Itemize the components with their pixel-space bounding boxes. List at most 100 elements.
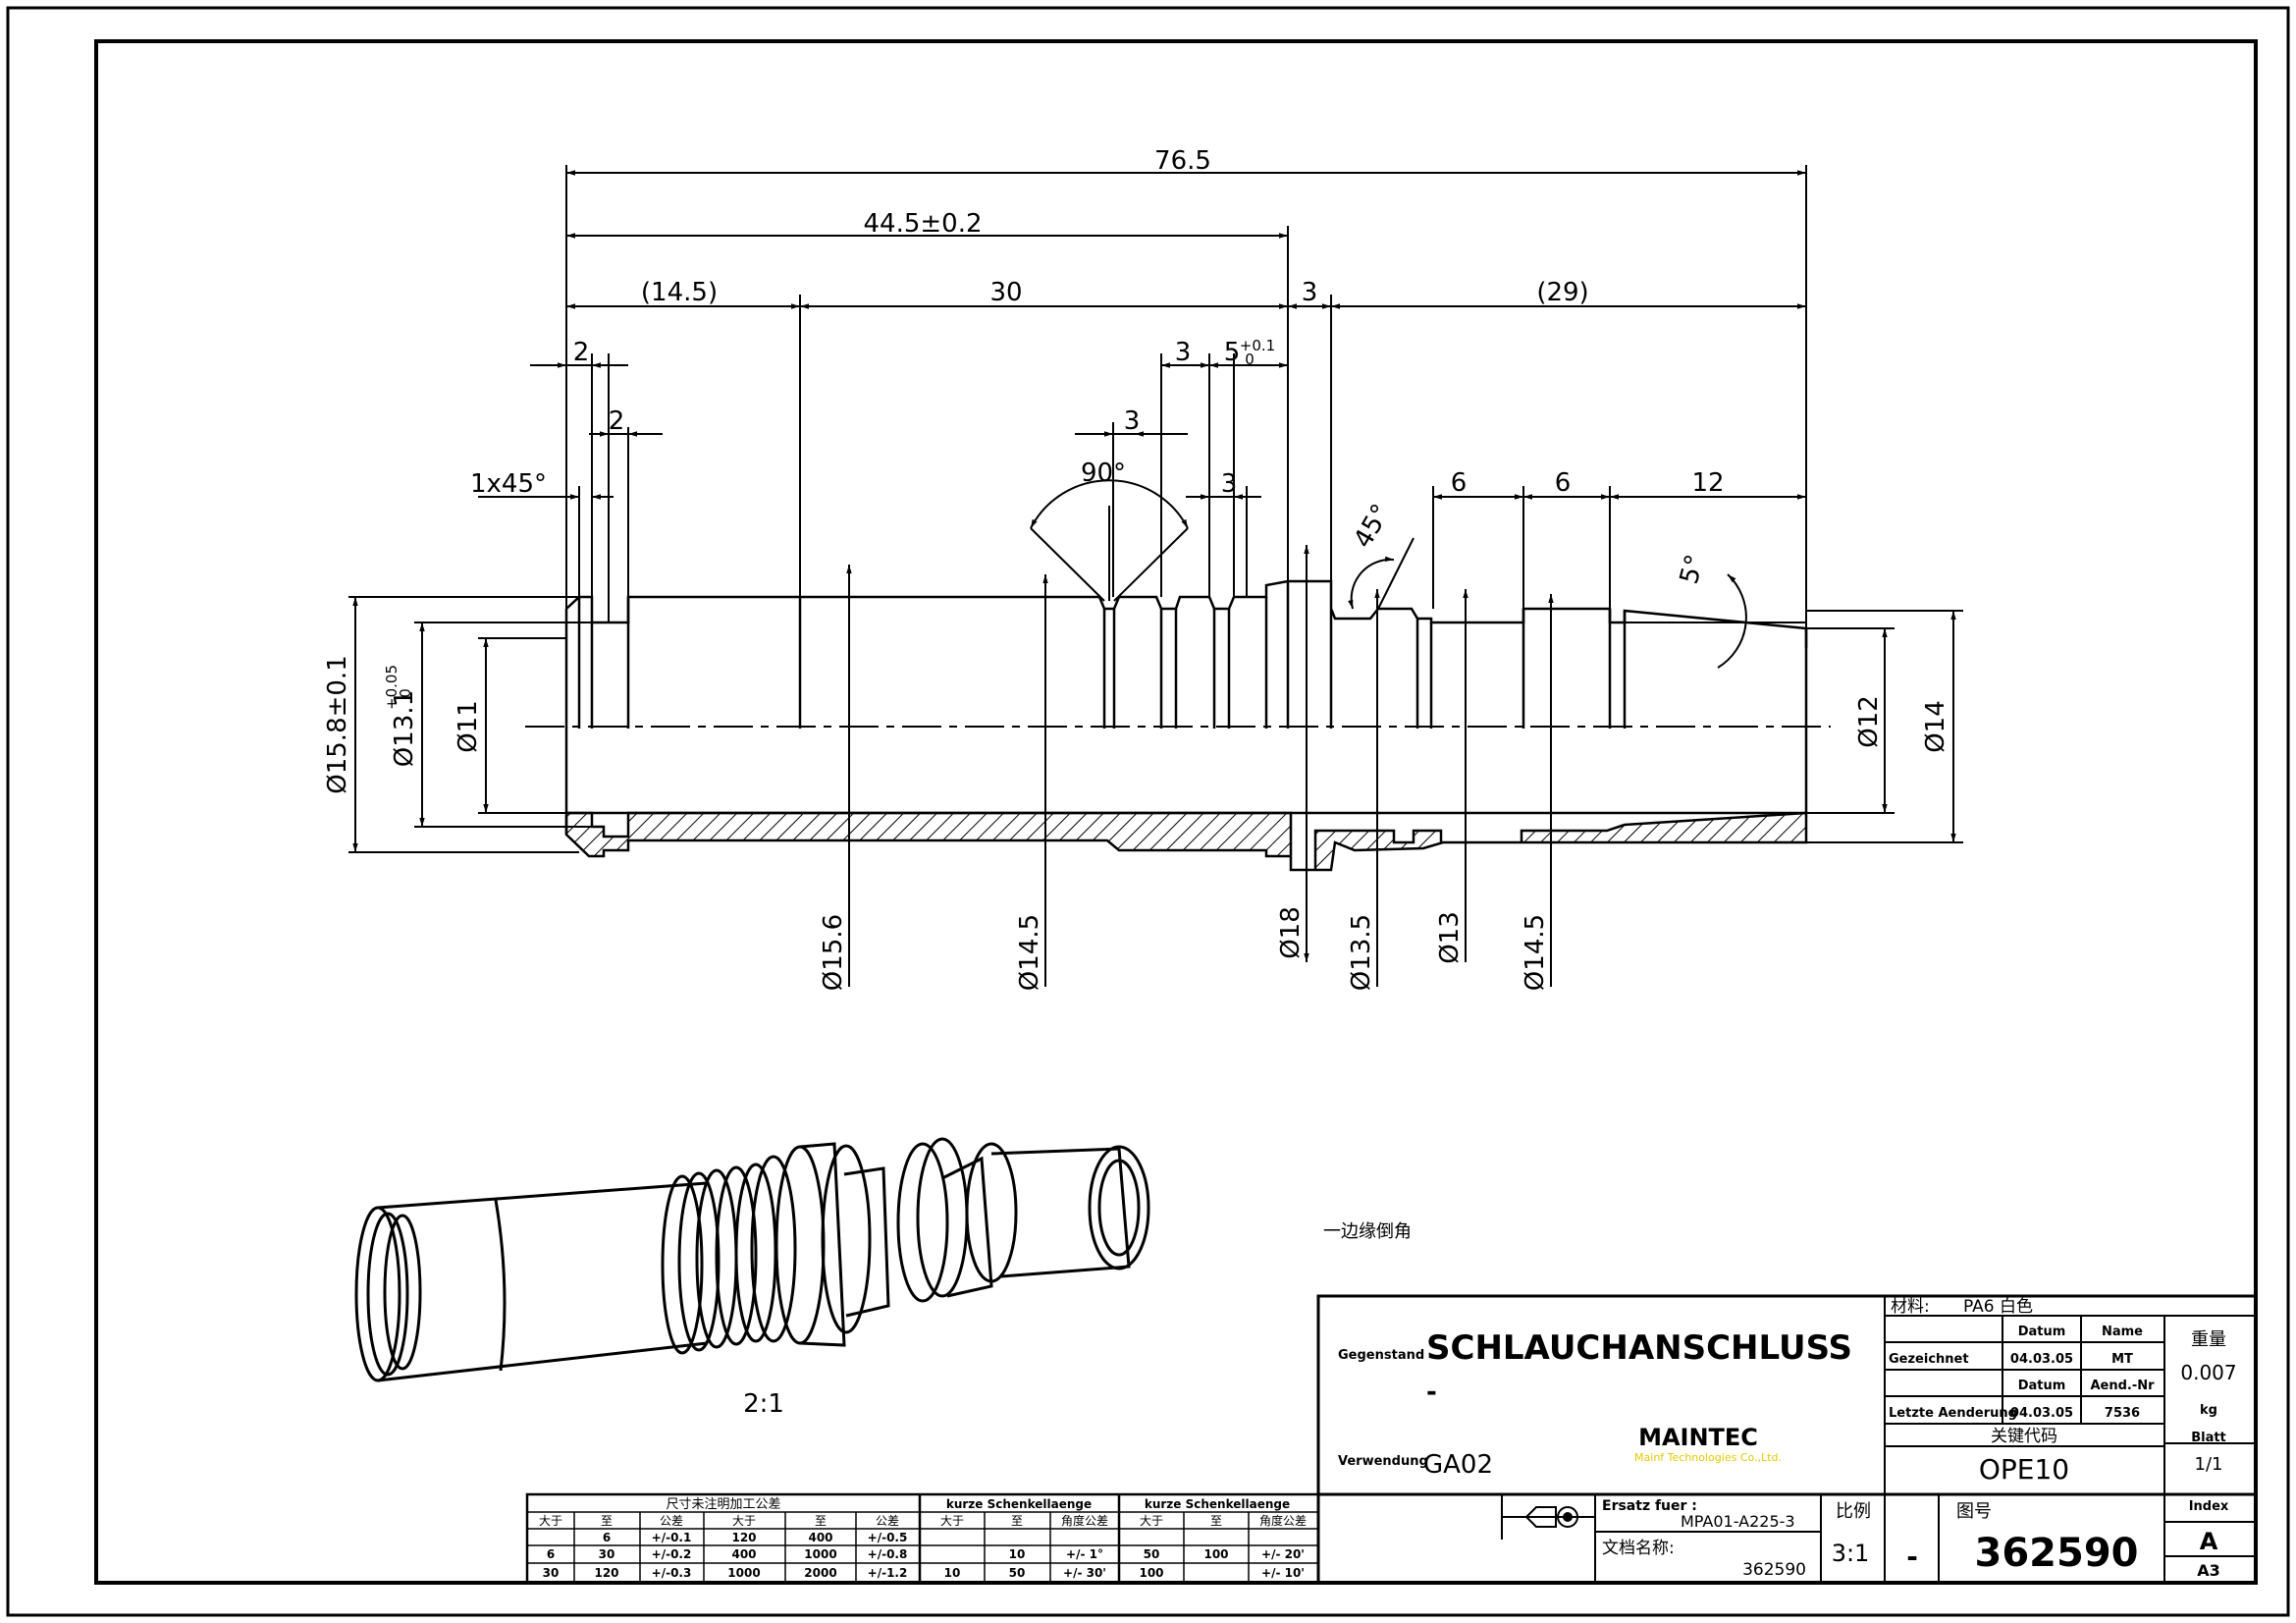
- dash-value: -: [1906, 1541, 1918, 1573]
- ersatz-value: MPA01-A225-3: [1681, 1512, 1795, 1531]
- kurze2-h0: 大于: [1140, 1514, 1163, 1528]
- ersatz-label: Ersatz fuer :: [1602, 1498, 1697, 1514]
- tol-r1c5: +/-0.8: [868, 1547, 908, 1561]
- company-logo: MAINTEC: [1638, 1424, 1758, 1451]
- dim-29: (29): [1536, 278, 1588, 307]
- dim-3a: 3: [1302, 278, 1318, 307]
- dim-5: 5: [1224, 338, 1241, 367]
- title-block: [1316, 1294, 2258, 1585]
- dim-3b: 3: [1175, 338, 1192, 367]
- tol-r2c0: 30: [543, 1566, 560, 1580]
- index-label: Index: [2189, 1499, 2229, 1514]
- drawno-label: 图号: [1956, 1501, 1992, 1522]
- dim-6a: 6: [1451, 468, 1468, 498]
- dim-ang5: 5°: [1675, 552, 1711, 587]
- tol-r1c3: 400: [731, 1547, 756, 1561]
- kurze2-r0c0: 50: [1144, 1547, 1160, 1561]
- dimension-labels: 76.5 44.5±0.2 (14.5) 30 3 (29) 2 2 3 5 +…: [470, 146, 1725, 587]
- iso-scale-label: 2:1: [743, 1389, 784, 1419]
- dim-12: 12: [1691, 468, 1724, 498]
- dim-2b: 2: [609, 406, 625, 436]
- note-edge-chamfer: 一边缘倒角: [1323, 1221, 1412, 1242]
- gezeichnet-date: 04.03.05: [2010, 1352, 2073, 1367]
- gegenstand-value: SCHLAUCHANSCHLUSS: [1426, 1328, 1852, 1368]
- dia-13: Ø13: [1435, 911, 1465, 964]
- dim-ang45: 45°: [1349, 500, 1397, 554]
- material-value: PA6 白色: [1963, 1297, 2033, 1317]
- letzte-nr: 7536: [2105, 1406, 2140, 1421]
- col-name: Name: [2102, 1325, 2143, 1339]
- dia-14: Ø14: [1921, 700, 1950, 753]
- kurze1-title: kurze Schenkellaenge: [946, 1497, 1092, 1511]
- tol-r2c2: +/-0.3: [652, 1566, 692, 1580]
- drawno-value: 362590: [1975, 1531, 2139, 1576]
- kurze2-r1c0: 100: [1139, 1566, 1163, 1580]
- tol-r0c4: 400: [808, 1531, 832, 1544]
- kurze1-h2: 角度公差: [1061, 1513, 1108, 1528]
- diameter-labels: Ø15.8±0.1 Ø13.1 +0.05 0 Ø11 Ø12 Ø14 Ø15.…: [323, 655, 1950, 991]
- kurze2-h1: 至: [1210, 1514, 1222, 1528]
- dim-5-tol-top: +0.1: [1240, 337, 1275, 354]
- dia-14-5a: Ø14.5: [1015, 914, 1044, 991]
- tol-r0c1: 6: [603, 1531, 611, 1544]
- part-section-view: [525, 579, 1831, 872]
- tol-h2: 公差: [660, 1514, 683, 1528]
- verwendung-value: GA02: [1423, 1450, 1493, 1480]
- kurze2-title: kurze Schenkellaenge: [1145, 1497, 1290, 1511]
- verwendung-label: Verwendung: [1338, 1454, 1428, 1469]
- tol-r2c4: 2000: [804, 1566, 836, 1580]
- company-logo-sub: Mainf Technologies Co.,Ltd.: [1634, 1451, 1782, 1464]
- hatched-wall: [564, 811, 1808, 872]
- tol-r2c3: 1000: [727, 1566, 760, 1580]
- isometric-view: [354, 1137, 1150, 1382]
- weight-unit: kg: [2200, 1403, 2217, 1418]
- tol-r0c2: +/-0.1: [652, 1531, 692, 1544]
- dia-14-5b: Ø14.5: [1521, 914, 1550, 991]
- col-datum: Datum: [2018, 1325, 2066, 1339]
- blatt-label: Blatt: [2191, 1431, 2226, 1445]
- tol-h1: 至: [601, 1514, 613, 1528]
- dim-5-tol-bot: 0: [1245, 351, 1255, 368]
- tol-r0c3: 120: [731, 1531, 756, 1544]
- index-value: A: [2200, 1528, 2218, 1555]
- letzte-date: 04.03.05: [2010, 1406, 2073, 1421]
- connector-symbol-icon: [1524, 1506, 1582, 1528]
- gezeichnet-label: Gezeichnet: [1889, 1352, 1969, 1367]
- tolerance-table-text: 尺寸未注明加工公差 大于 至 公差 大于 至 公差 6 +/-0.1 120 4…: [539, 1497, 1307, 1580]
- tol-h4: 至: [815, 1514, 827, 1528]
- dia-18: Ø18: [1276, 906, 1306, 959]
- dia-15-6: Ø15.6: [819, 914, 848, 991]
- outer-border: [6, 6, 2290, 1617]
- docname-value: 362590: [1742, 1560, 1806, 1580]
- dim-chamfer: 1x45°: [470, 469, 547, 499]
- kurze1-r1c2: +/- 30': [1063, 1566, 1106, 1580]
- tol-h5: 公差: [876, 1514, 899, 1528]
- tol-h0: 大于: [539, 1514, 562, 1528]
- dim-3c: 3: [1124, 406, 1141, 436]
- keycode-label: 关键代码: [1991, 1427, 2057, 1446]
- kurze2-r1c2: +/- 10': [1261, 1566, 1305, 1580]
- kurze2-r0c1: 100: [1203, 1547, 1228, 1561]
- dim-ang90: 90°: [1081, 459, 1126, 488]
- tol-title: 尺寸未注明加工公差: [666, 1497, 780, 1512]
- kurze1-r1c0: 10: [944, 1566, 961, 1580]
- material-label: 材料:: [1891, 1297, 1930, 1317]
- tolerance-table-grid: [525, 1492, 1320, 1585]
- dim-2a: 2: [573, 338, 590, 367]
- docname-label: 文档名称:: [1602, 1539, 1675, 1558]
- dia-13-5: Ø13.5: [1347, 914, 1376, 991]
- tol-r2c1: 120: [594, 1566, 618, 1580]
- scale-value: 3:1: [1832, 1540, 1870, 1567]
- dimensions: [348, 165, 1963, 987]
- tol-r1c0: 6: [547, 1547, 555, 1561]
- keycode-value: OPE10: [1979, 1453, 2069, 1486]
- dia-13-1-tol-top: +0.05: [383, 665, 400, 710]
- tol-r0c5: +/-0.5: [868, 1531, 908, 1544]
- dim-6b: 6: [1555, 468, 1572, 498]
- gezeichnet-name: MT: [2111, 1352, 2133, 1367]
- col-aend: Aend.-Nr: [2090, 1379, 2155, 1393]
- scale-label: 比例: [1836, 1501, 1871, 1522]
- tol-r1c2: +/-0.2: [652, 1547, 692, 1561]
- dim-3d: 3: [1221, 469, 1238, 499]
